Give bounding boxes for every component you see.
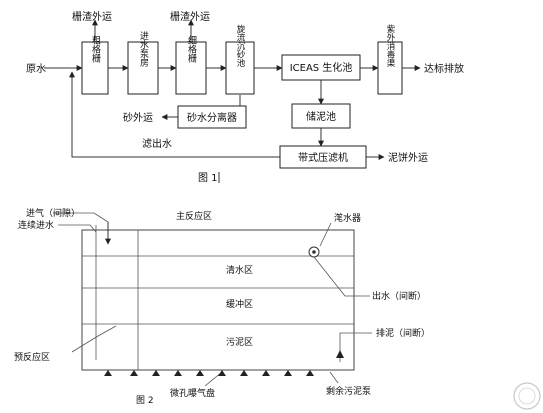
box-coarse-screen	[81, 41, 109, 95]
decanter-center	[312, 250, 316, 254]
aerator-row	[104, 370, 314, 376]
box-pump-house	[127, 41, 159, 95]
diffuser	[262, 370, 270, 376]
diffuser	[240, 370, 248, 376]
box-belt-press	[279, 145, 367, 169]
diffuser	[218, 370, 226, 376]
label-iceas: ICEAS 生化池	[290, 61, 353, 74]
leader-pump	[329, 371, 339, 384]
watermark-seal-inner	[518, 387, 536, 405]
label-screenings-1: 栅渣外运	[72, 10, 112, 23]
label-screenings-2: 栅渣外运	[170, 10, 210, 23]
label-grit-chamber: 旋流沉砂池	[235, 24, 245, 67]
diffuser	[306, 370, 314, 376]
label-uv: 紫外消毒渠	[385, 25, 395, 68]
label-continuous-inflow: 连续进水	[18, 219, 54, 231]
label-sludge-tank: 储泥池	[306, 110, 336, 123]
leader-inflow	[58, 224, 97, 233]
leader-outflow	[313, 256, 370, 297]
label-fine-screen: 细格栅	[186, 34, 197, 63]
label-air-intermittent: 进气（间隙）	[26, 207, 80, 219]
label-belt-press: 带式压滤机	[298, 151, 348, 164]
label-pump-house: 进水泵房	[138, 31, 149, 68]
box-sand-separator	[177, 105, 247, 129]
label-clear-zone: 清水区	[226, 264, 253, 276]
box-fine-screen	[175, 41, 207, 95]
leader-decanter	[319, 222, 332, 247]
label-filtrate: 滤出水	[142, 137, 172, 150]
figure-1: 粗格栅 进水泵房 细格栅 旋流沉砂池 紫外消毒渠 ICEAS 生化池 砂水分离器…	[26, 10, 464, 184]
label-sludge-zone: 污泥区	[226, 336, 253, 348]
label-output: 达标排放	[424, 62, 464, 75]
sludge-discharge-arrowhead	[336, 350, 344, 358]
tank-outline	[81, 229, 355, 371]
box-uv	[377, 41, 403, 95]
label-pre-zone: 预反应区	[14, 351, 50, 363]
label-decanter: 滗水器	[334, 212, 361, 224]
label-excess-pump: 剩余污泥泵	[326, 385, 371, 397]
figure-2-caption: 图 2	[136, 395, 154, 406]
label-input: 原水	[26, 63, 46, 75]
diffuser	[130, 370, 138, 376]
diffuser	[152, 370, 160, 376]
box-sludge-tank	[291, 103, 351, 129]
filtrate-return-line	[69, 71, 280, 158]
box-iceas	[281, 54, 361, 81]
sludge-discharge-pipe	[339, 332, 372, 362]
label-aerator: 微孔曝气盘	[170, 387, 215, 399]
label-outflow: 出水（间断）	[372, 290, 426, 302]
label-buffer-zone: 缓冲区	[226, 298, 253, 310]
diffuser	[284, 370, 292, 376]
diffuser	[104, 370, 112, 376]
label-sand-out: 砂外运	[123, 111, 153, 124]
watermark-seal-icon	[513, 382, 541, 410]
label-sludge-discharge: 排泥（间断）	[376, 327, 430, 339]
figure-1-caption: 图 1	[198, 172, 218, 184]
label-coarse-screen: 粗格栅	[90, 34, 101, 63]
leader-air	[53, 212, 109, 223]
diffuser	[196, 370, 204, 376]
box-grit-chamber	[225, 41, 255, 95]
figure-2: 进气（间隙） 连续进水 主反应区 滗水器 清水区 缓冲区 污泥区 出水（间断） …	[14, 207, 541, 410]
diffuser	[174, 370, 182, 376]
label-sand-separator: 砂水分离器	[187, 111, 237, 124]
label-main-zone: 主反应区	[176, 210, 212, 222]
leader-pre-zone	[71, 325, 117, 353]
label-cake-out: 泥饼外运	[388, 151, 428, 164]
